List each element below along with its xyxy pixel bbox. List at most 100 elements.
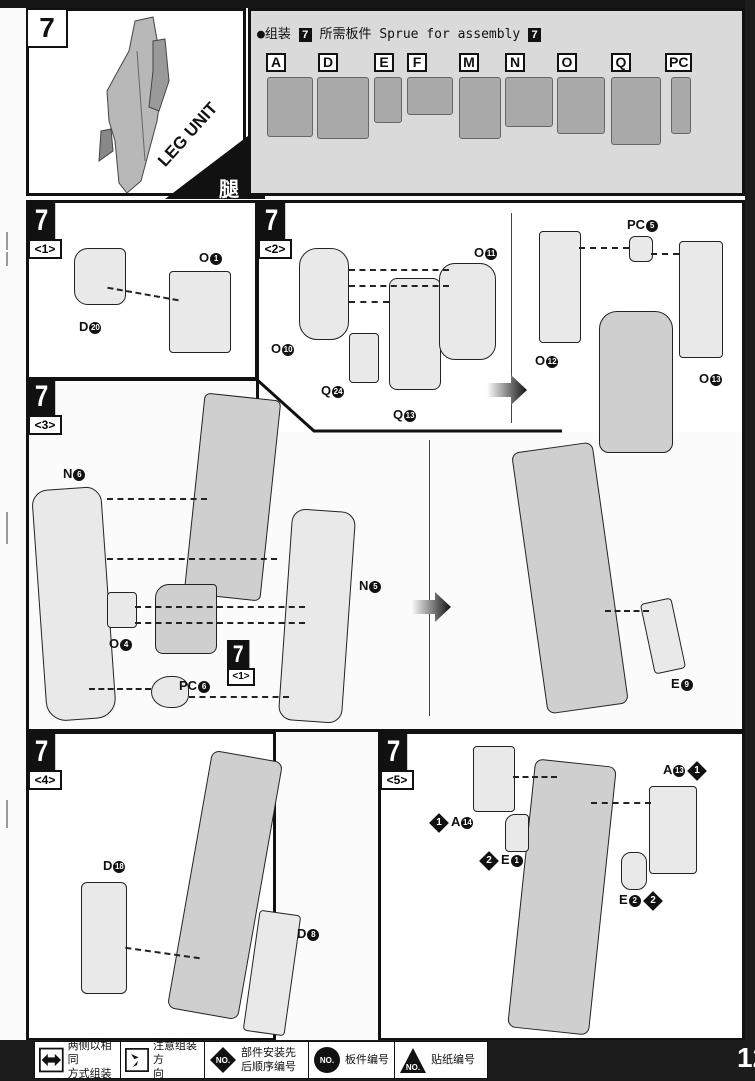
order-2-diamond-icon: 2 bbox=[642, 890, 663, 911]
runner-a-diagram bbox=[267, 77, 313, 137]
top-border bbox=[0, 0, 755, 8]
divider-line bbox=[429, 440, 430, 716]
runner-n-diagram bbox=[505, 77, 553, 127]
part-e1 bbox=[505, 814, 529, 852]
part-n5 bbox=[277, 508, 357, 724]
bullet-icon: ● bbox=[257, 27, 265, 42]
part-number-circle-icon: NO. bbox=[314, 1047, 340, 1073]
leg-unit-header: 7 LEG UNIT 腿部 bbox=[26, 8, 265, 230]
runner-label-f: F bbox=[407, 53, 427, 72]
assembly-arrow bbox=[135, 622, 305, 624]
runner-label-pc: PC bbox=[665, 53, 693, 72]
scan-mark bbox=[6, 252, 8, 266]
legend-item-part-number: NO. 板件编号 bbox=[309, 1042, 395, 1078]
step-ref-badge: 7 bbox=[528, 27, 542, 42]
legend-item-mirror: 两侧以相同方式组装 bbox=[35, 1039, 121, 1080]
part-a14 bbox=[473, 746, 515, 812]
subassembly-7-1 bbox=[155, 584, 217, 654]
legend-item-order: NO. 部件安装先后顺序编号 bbox=[205, 1042, 309, 1078]
runner-label-e: E bbox=[374, 53, 394, 72]
ref-step-number: 7 bbox=[227, 640, 250, 670]
part-o10 bbox=[299, 248, 349, 340]
scan-mark bbox=[6, 232, 8, 250]
legend-item-direction: 注意组装方向 bbox=[121, 1039, 205, 1080]
assembly-arrow bbox=[605, 610, 649, 612]
part-pc6 bbox=[151, 676, 189, 708]
svg-text:NO.: NO. bbox=[406, 1063, 420, 1072]
assembled-thigh bbox=[511, 441, 629, 715]
part-o1 bbox=[169, 271, 231, 353]
order-2-diamond-icon: 2 bbox=[479, 850, 499, 871]
order-1-diamond-icon: 1 bbox=[687, 760, 708, 781]
runner-f-diagram bbox=[407, 77, 453, 115]
runner-label-m: M bbox=[459, 53, 479, 72]
runner-d-diagram bbox=[317, 77, 369, 139]
page-number: 12 bbox=[737, 1042, 755, 1073]
substep-label: <5> bbox=[380, 770, 414, 790]
order-1-diamond-icon: 1 bbox=[429, 812, 449, 833]
part-pc5 bbox=[629, 236, 653, 262]
runner-label-o: O bbox=[557, 53, 577, 72]
runner-o-diagram bbox=[557, 77, 605, 134]
mirror-both-sides-icon bbox=[39, 1047, 64, 1073]
substep-label: <4> bbox=[28, 770, 62, 790]
part-q13 bbox=[389, 278, 441, 390]
part-o12 bbox=[539, 231, 581, 343]
step-number: 7 bbox=[28, 733, 56, 771]
result-arrow-icon bbox=[411, 592, 451, 622]
divider-line bbox=[511, 213, 512, 423]
runner-label-n: N bbox=[505, 53, 525, 72]
substep-label: <2> bbox=[258, 239, 292, 259]
assembly-arrow bbox=[135, 606, 305, 608]
part-d18 bbox=[81, 882, 127, 994]
substep-label: <1> bbox=[28, 239, 62, 259]
runner-m-diagram bbox=[459, 77, 501, 139]
assembled-hip-joint bbox=[599, 311, 673, 453]
step-number: 7 bbox=[28, 202, 56, 240]
assembly-arrow bbox=[579, 247, 629, 249]
sticker-number-triangle-icon: NO. bbox=[400, 1048, 426, 1073]
ref-substep-label: <1> bbox=[227, 668, 255, 686]
sprue-panel: ●组装 7 所需板件 Sprue for assembly 7 A D E F … bbox=[248, 8, 745, 196]
scan-mark bbox=[6, 800, 8, 828]
part-o4 bbox=[107, 592, 137, 628]
svg-text:NO.: NO. bbox=[216, 1056, 230, 1065]
step-number: 7 bbox=[380, 733, 408, 771]
step-number: 7 bbox=[258, 202, 286, 240]
assembly-arrow bbox=[349, 269, 449, 271]
part-o13 bbox=[679, 241, 723, 358]
assembly-arrow bbox=[349, 285, 449, 287]
step-ref-badge: 7 bbox=[298, 27, 312, 42]
part-q24 bbox=[349, 333, 379, 383]
leg-unit-illustration bbox=[98, 16, 170, 194]
panel-divider-diagonal bbox=[254, 377, 562, 433]
assembly-arrow bbox=[107, 498, 207, 500]
runner-label-a: A bbox=[266, 53, 286, 72]
assembly-arrow bbox=[651, 253, 679, 255]
assembly-arrow bbox=[107, 558, 277, 560]
assembly-arrow bbox=[591, 802, 651, 804]
legend-item-sticker: NO. 贴纸编号 bbox=[395, 1042, 487, 1078]
step-number-badge: 7 bbox=[26, 8, 68, 48]
assembly-arrow bbox=[513, 776, 557, 778]
